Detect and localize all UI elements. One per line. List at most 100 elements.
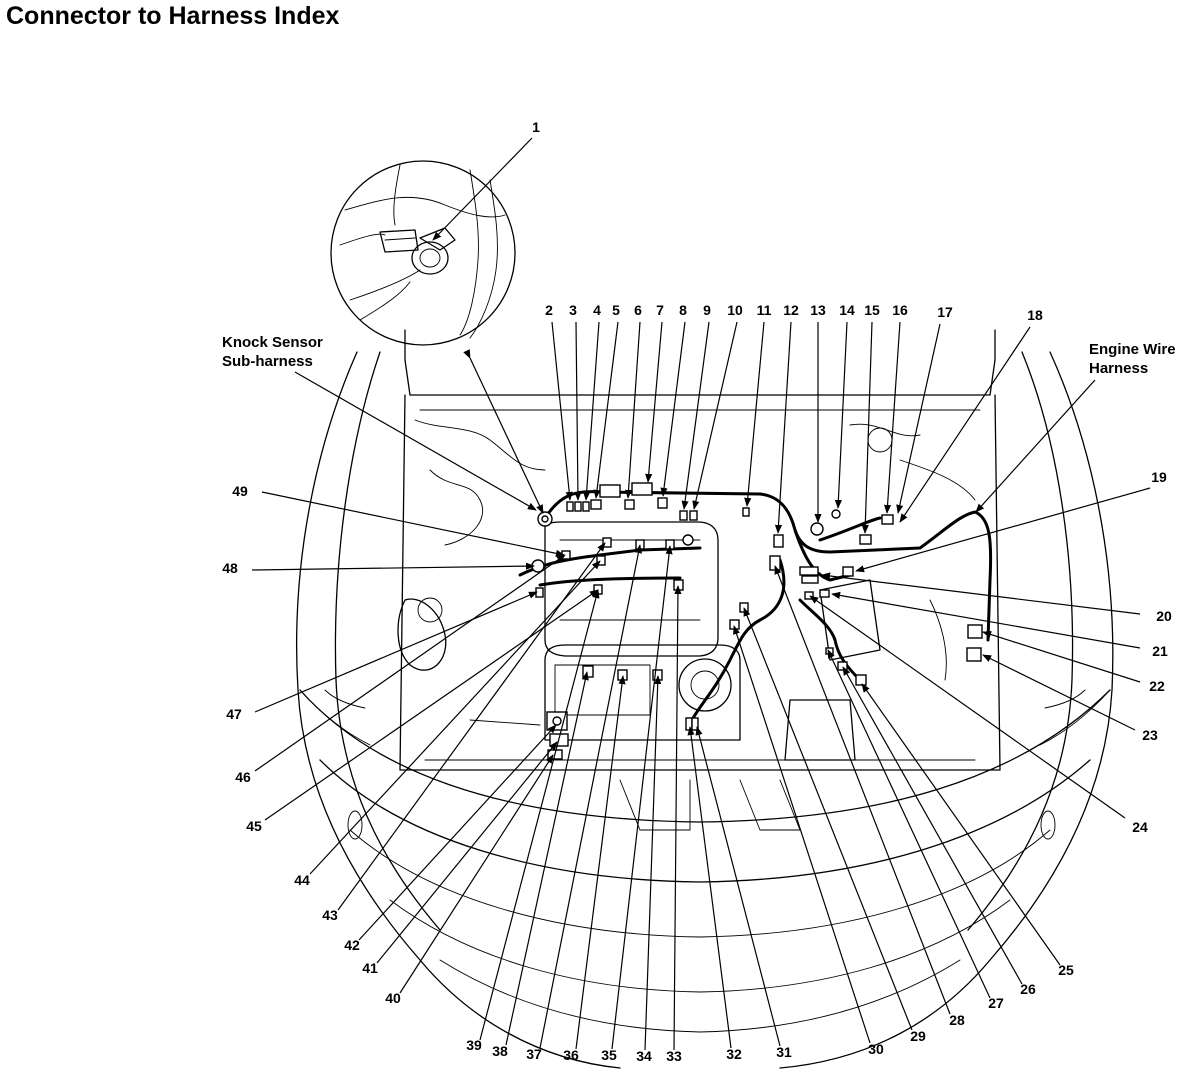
- callout-leader-46: [254, 554, 566, 772]
- callout-leader-32: [687, 726, 732, 1049]
- callout-leader-27: [827, 649, 991, 999]
- callout-label-26: 26: [1020, 981, 1036, 997]
- callout-label-33: 33: [666, 1048, 682, 1064]
- callout-label-29: 29: [910, 1028, 926, 1044]
- callout-leader-23: [982, 654, 1136, 731]
- callout-leader-44: [309, 560, 601, 875]
- callout-label-42: 42: [344, 937, 360, 953]
- callout-leader-33: [673, 585, 682, 1051]
- callout-leader-10: [692, 321, 738, 510]
- callout-leader-12: [774, 321, 792, 534]
- callout-label-27: 27: [988, 995, 1004, 1011]
- callout-leader-9: [681, 321, 710, 510]
- callout-leader-19: [855, 487, 1151, 573]
- callout-leader-8: [660, 321, 686, 497]
- callout-label-34: 34: [636, 1048, 652, 1064]
- callout-label-9: 9: [703, 302, 711, 318]
- callout-label-20: 20: [1156, 608, 1172, 624]
- callout-label-39: 39: [466, 1037, 482, 1053]
- callout-label-1: 1: [532, 119, 540, 135]
- knock-sensor-label-line2: Sub-harness: [222, 353, 313, 370]
- callout-leader-36: [575, 675, 626, 1050]
- callout-leader-31: [695, 726, 781, 1047]
- callout-leader-14: [834, 321, 848, 509]
- engine-wire-label-line1: Engine Wire: [1089, 341, 1176, 358]
- callout-leader-29: [743, 607, 913, 1031]
- callout-leader-6: [624, 321, 641, 499]
- callout-leader-39: [479, 589, 600, 1041]
- callout-leader-5: [593, 321, 619, 499]
- knock-sensor-label-line1: Knock Sensor: [222, 334, 323, 351]
- callout-leader-20: [821, 572, 1141, 615]
- connector-symbols: [531, 482, 983, 760]
- callout-label-22: 22: [1149, 678, 1165, 694]
- callout-label-23: 23: [1142, 727, 1158, 743]
- callout-label-11: 11: [757, 302, 772, 318]
- callout-label-32: 32: [726, 1046, 742, 1062]
- callout-leader-42: [358, 724, 557, 941]
- callout-leader-25: [861, 683, 1061, 966]
- detail-inset: [330, 160, 516, 346]
- engine-wire-leader: [975, 379, 1096, 513]
- callout-label-4: 4: [593, 302, 601, 318]
- callout-leader-11: [744, 321, 765, 507]
- callout-label-48: 48: [222, 560, 238, 576]
- callout-label-31: 31: [776, 1044, 792, 1060]
- callout-leader-34: [644, 675, 662, 1051]
- callout-leader-24: [809, 595, 1126, 819]
- callout-label-3: 3: [569, 302, 577, 318]
- callout-label-43: 43: [322, 907, 338, 923]
- engine-wire-label-line2: Harness: [1089, 360, 1148, 377]
- callout-leader-4: [582, 321, 600, 501]
- callout-leader-49: [261, 491, 565, 557]
- callout-leader-18: [899, 326, 1031, 523]
- page-title: Connector to Harness Index: [6, 2, 340, 30]
- callout-leader-16: [883, 321, 901, 514]
- callout-leader-47: [254, 591, 538, 713]
- callout-label-21: 21: [1152, 643, 1168, 659]
- callout-label-41: 41: [362, 960, 378, 976]
- callout-label-24: 24: [1132, 819, 1148, 835]
- callout-label-45: 45: [246, 818, 262, 834]
- callout-label-14: 14: [839, 302, 855, 318]
- callout-label-18: 18: [1027, 307, 1043, 323]
- callout-leader-3: [574, 321, 582, 501]
- callout-leader-1: [432, 137, 533, 241]
- callout-leader-37: [539, 544, 642, 1049]
- vehicle-body-outline: [295, 329, 1114, 1069]
- inset-pointer-line: [463, 349, 544, 514]
- callout-label-7: 7: [656, 302, 664, 318]
- callout-label-6: 6: [634, 302, 642, 318]
- callout-leader-40: [399, 754, 554, 994]
- callout-label-17: 17: [937, 304, 953, 320]
- callout-leader-22: [982, 631, 1141, 683]
- callout-leader-15: [861, 321, 873, 534]
- harness-labels: Knock Sensor Sub-harness Engine Wire Har…: [222, 334, 1176, 513]
- callout-label-10: 10: [727, 302, 743, 318]
- callout-label-25: 25: [1058, 962, 1074, 978]
- callout-leader-45: [264, 589, 599, 821]
- knock-sensor-leader: [294, 371, 537, 511]
- callout-leader-26: [842, 666, 1023, 985]
- callout-label-46: 46: [235, 769, 251, 785]
- callout-label-19: 19: [1151, 469, 1167, 485]
- callout-label-38: 38: [492, 1043, 508, 1059]
- callout-leader-28: [774, 565, 951, 1015]
- callout-leader-21: [831, 591, 1141, 649]
- callout-label-12: 12: [783, 302, 799, 318]
- callout-label-8: 8: [679, 302, 687, 318]
- engine-components: [397, 419, 976, 831]
- callout-label-44: 44: [294, 872, 310, 888]
- callout-leader-17: [896, 323, 941, 514]
- callout-label-5: 5: [612, 302, 620, 318]
- callout-label-47: 47: [226, 706, 242, 722]
- callout-label-35: 35: [601, 1047, 617, 1063]
- callout-label-37: 37: [526, 1046, 542, 1062]
- wire-harness-runs: [518, 490, 993, 722]
- callout-label-40: 40: [385, 990, 401, 1006]
- callout-label-13: 13: [810, 302, 826, 318]
- callout-label-49: 49: [232, 483, 248, 499]
- callout-label-30: 30: [868, 1041, 884, 1057]
